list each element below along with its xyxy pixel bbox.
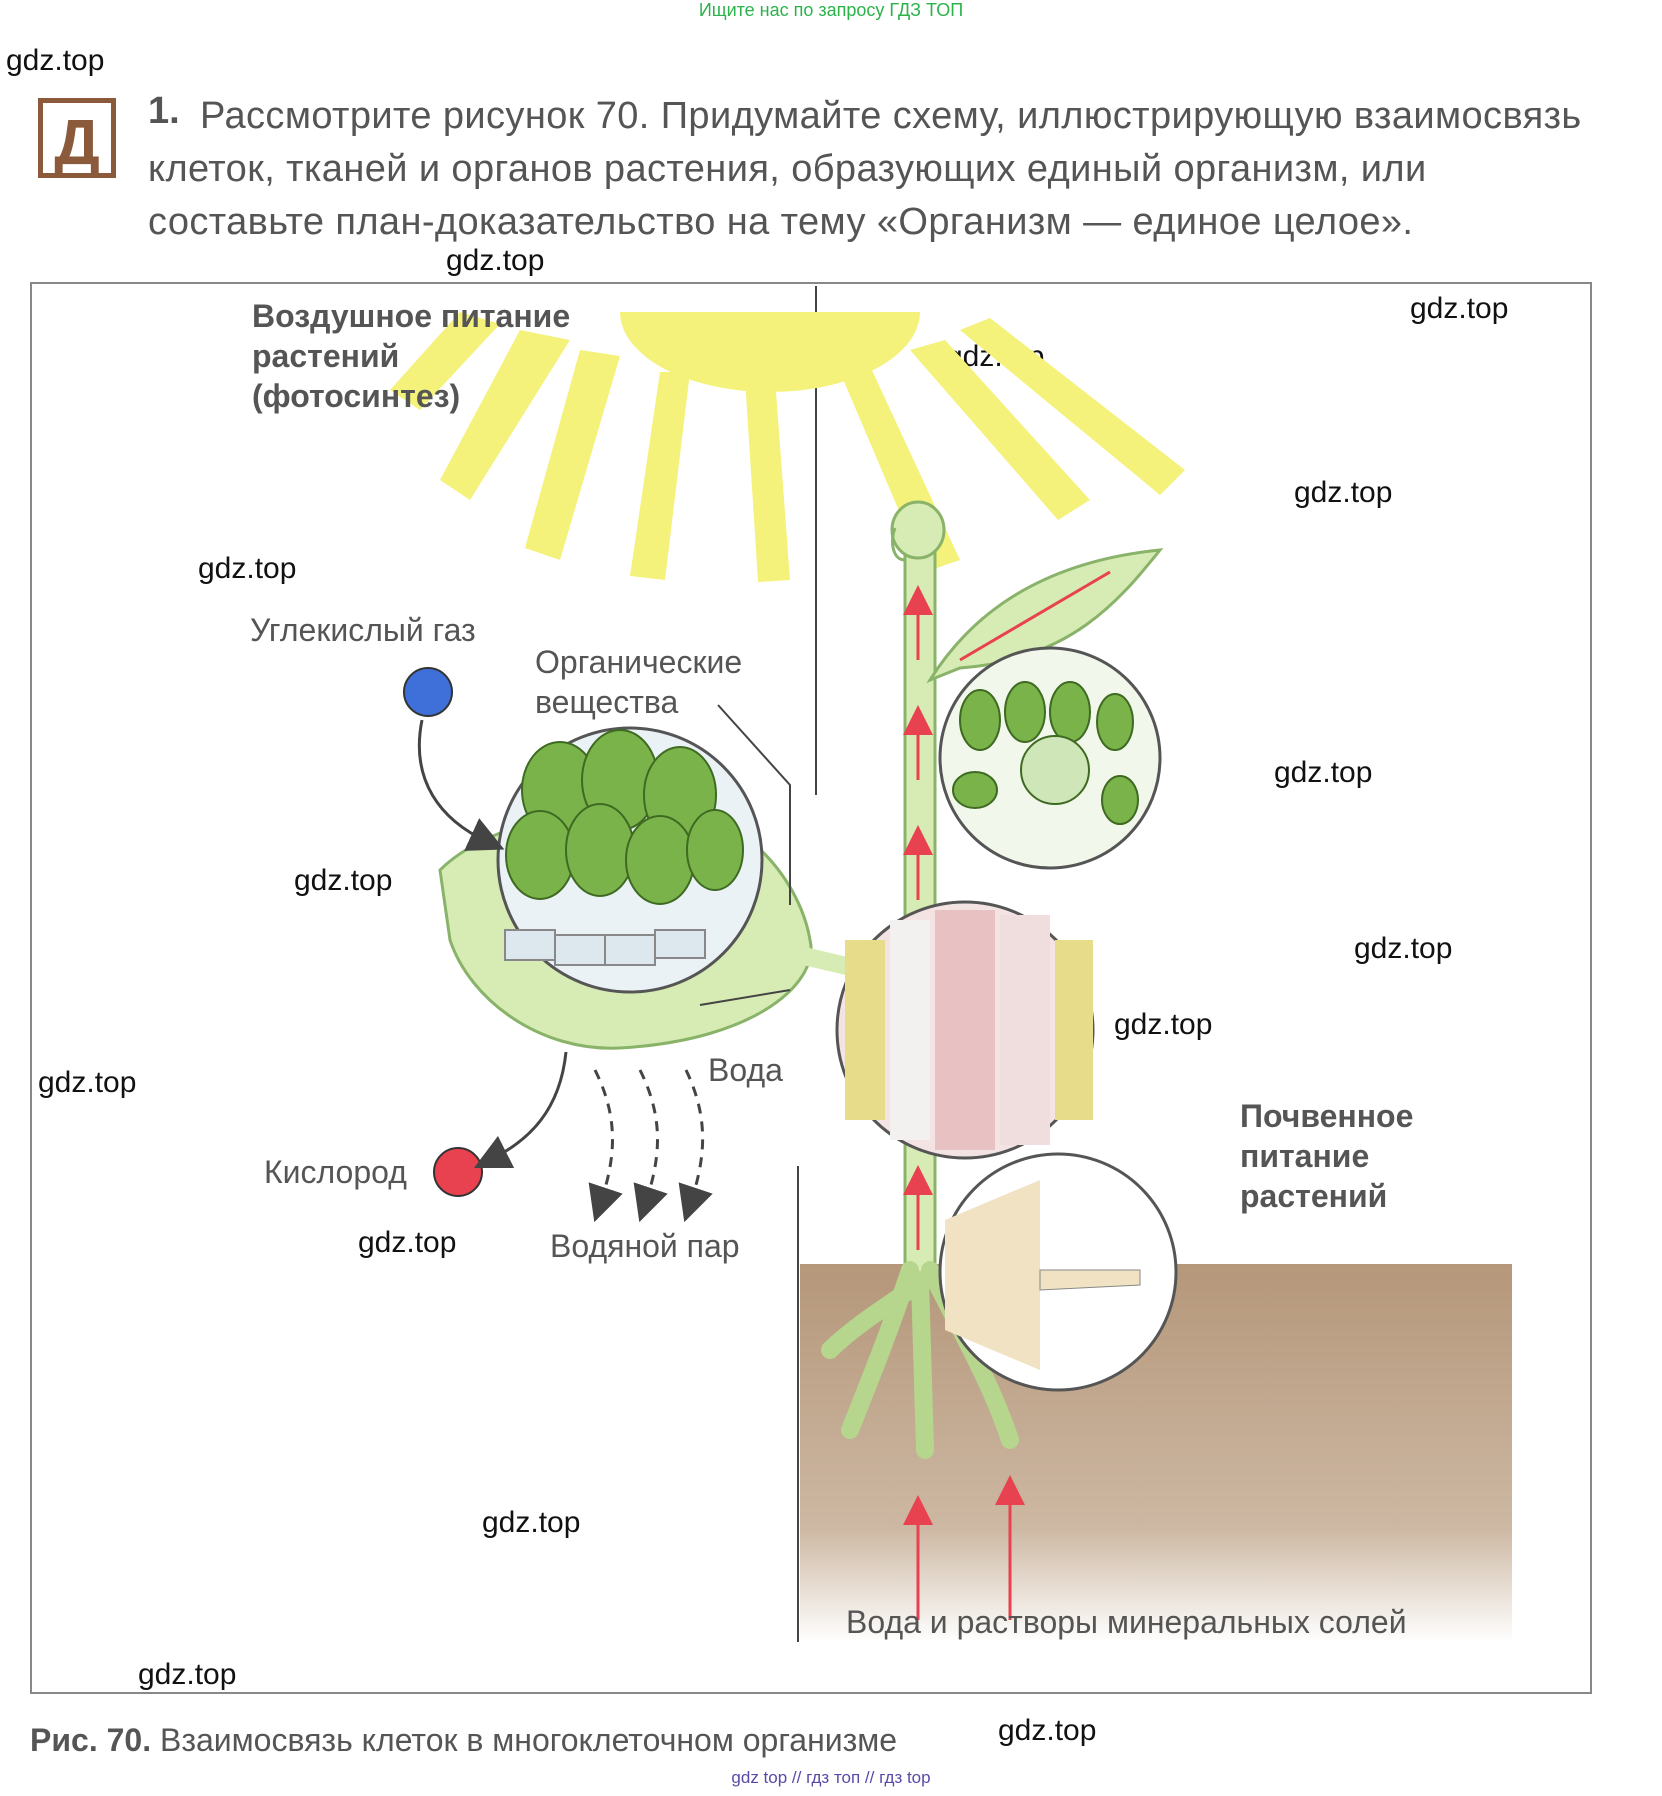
co2-label: Углекислый газ [250, 612, 476, 648]
task-number: 1. [148, 90, 180, 132]
carbon-dioxide-molecule [403, 667, 453, 717]
organic-substances-label: Органические вещества [535, 644, 743, 720]
figure-frame [30, 282, 1592, 1694]
root-hair-magnifier [938, 1152, 1178, 1392]
minerals-label: Вода и растворы минеральных солей [846, 1604, 1407, 1640]
watermark: gdz.top [138, 1658, 237, 1691]
watermark: gdz.top [482, 1506, 581, 1539]
watermark: gdz.top [446, 244, 545, 277]
figure-caption: Рис. 70. Взаимосвязь клеток в многоклето… [30, 1722, 897, 1759]
watermark: gdz.top [998, 1714, 1097, 1747]
oxygen-label: Кислород [264, 1154, 407, 1190]
watermark: gdz.top [1354, 932, 1453, 965]
oxygen-molecule [433, 1147, 483, 1197]
caption-text: Взаимосвязь клеток в многоклеточном орга… [151, 1722, 898, 1758]
soil-nutrition-header: Почвенное питание растений [1240, 1098, 1414, 1214]
water-label: Вода [708, 1052, 783, 1088]
search-banner: Ищите нас по запросу ГДЗ ТОП [698, 0, 964, 20]
watermark: gdz.top [6, 44, 105, 77]
mesophyll-magnifier [938, 646, 1162, 870]
footer-watermark: gdz top // гдз топ // гдз top [731, 1768, 931, 1787]
leaf-cells-magnifier [496, 726, 764, 994]
task-type-icon: Д [38, 98, 116, 178]
watermark: gdz.top [1114, 1008, 1213, 1041]
task-text: Рассмотрите рисунок 70. Придумайте схему… [148, 95, 1582, 243]
air-nutrition-header: Воздушное питание растений (фотосинтез) [252, 298, 571, 414]
watermark: gdz.top [294, 864, 393, 897]
watermark: gdz.top [198, 552, 297, 585]
watermark: gdz.top [1294, 476, 1393, 509]
watermark: gdz.top [1274, 756, 1373, 789]
watermark: gdz.top [1410, 292, 1509, 325]
watermark: gdz.top [38, 1066, 137, 1099]
sun [390, 312, 1185, 582]
watermark: gdz.top [358, 1226, 457, 1259]
stem-tissue-magnifier [835, 900, 1095, 1160]
caption-prefix: Рис. 70. [30, 1722, 152, 1758]
water-vapor-label: Водяной пар [550, 1228, 740, 1264]
